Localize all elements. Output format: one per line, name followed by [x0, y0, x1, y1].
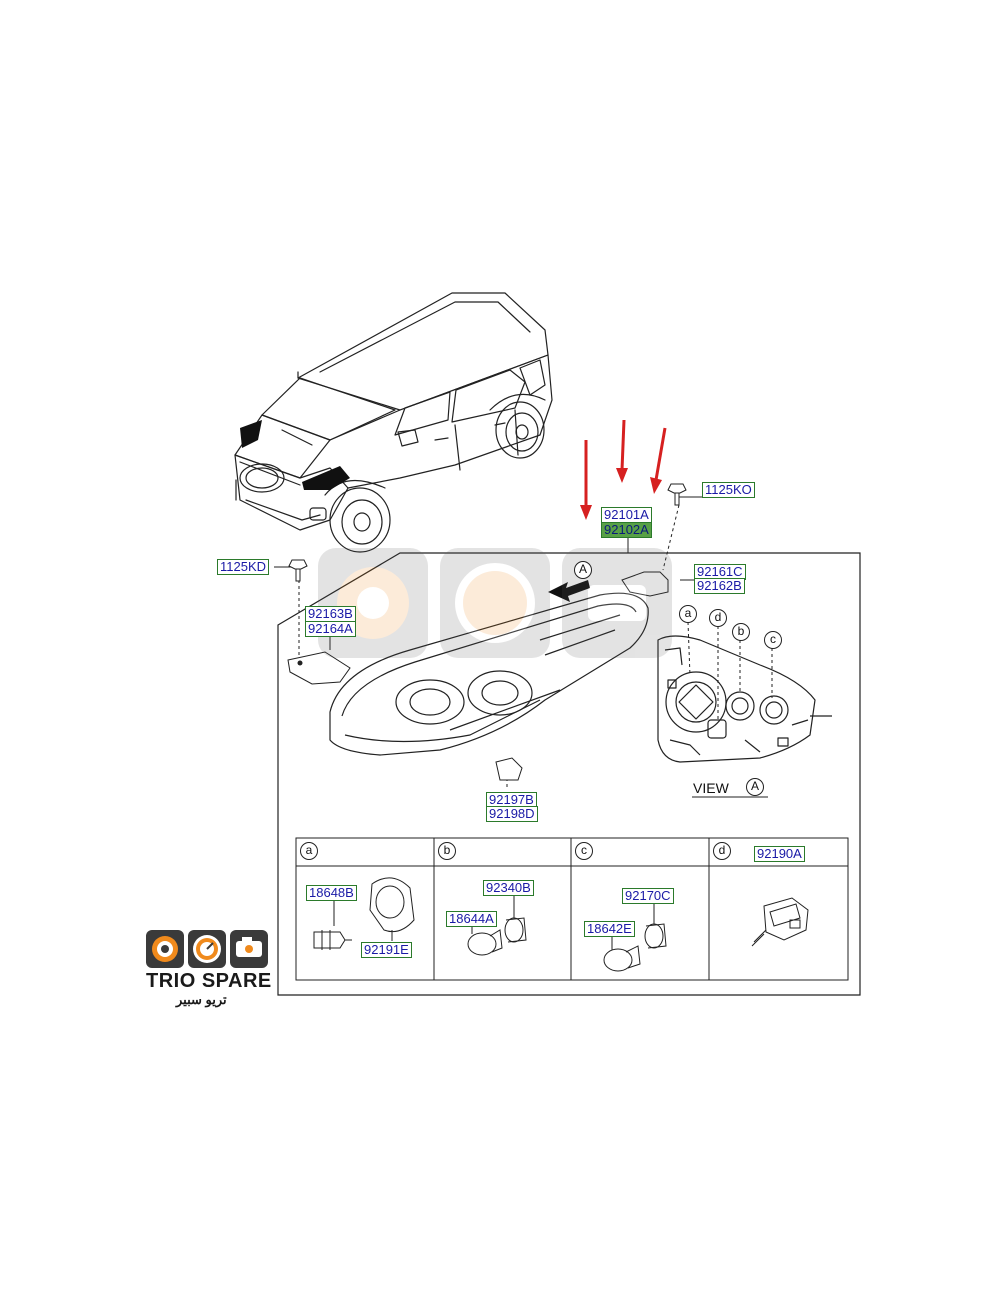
- label-1125kd: 1125KD: [217, 559, 270, 575]
- bracket-92161c: [621, 571, 669, 597]
- label-92197b: 92197B: [486, 792, 537, 808]
- bolt-1125kd: [288, 559, 308, 582]
- label-92190a: 92190A: [754, 846, 805, 862]
- bulb-table-grid: [295, 837, 849, 981]
- socket-92340b: [504, 896, 527, 943]
- socket-92170c: [644, 904, 667, 949]
- label-18644a: 18644A: [446, 911, 497, 927]
- label-92170c: 92170C: [622, 888, 674, 904]
- label-18648b: 18648B: [306, 885, 357, 901]
- marker-view-a: A: [574, 561, 592, 579]
- view-ref-circle: A: [746, 778, 764, 796]
- bulb-18642e: [603, 937, 641, 972]
- label-92340b: 92340B: [483, 880, 534, 896]
- logo-brand-text: TRIO SPARE: [146, 970, 272, 992]
- trio-spare-logo: [146, 930, 268, 968]
- marker-d-cell: d: [713, 842, 731, 860]
- label-92102a: 92102A: [601, 522, 652, 538]
- bulb-18648b: [313, 900, 352, 950]
- bracket-92197b: [495, 757, 523, 781]
- label-92198d: 92198D: [486, 806, 538, 822]
- car-illustration: [234, 292, 553, 553]
- headlamp-rear-view: [657, 635, 832, 763]
- marker-a-cell: a: [300, 842, 318, 860]
- label-92191e: 92191E: [361, 942, 412, 958]
- view-word: VIEW: [693, 780, 729, 796]
- marker-a-rear: a: [679, 605, 697, 623]
- car-headlight-left: [240, 420, 262, 448]
- marker-b-rear: b: [732, 623, 750, 641]
- cap-92191e: [369, 877, 415, 941]
- logo-arabic-text: تريو سبير: [176, 992, 227, 1007]
- label-92101a: 92101A: [601, 507, 652, 523]
- red-arrows: [580, 419, 667, 520]
- label-92162b: 92162B: [694, 578, 745, 594]
- marker-c-cell: c: [575, 842, 593, 860]
- bracket-92163b: [287, 651, 351, 685]
- assembly-frame: [277, 552, 861, 996]
- car-headlight-right: [302, 466, 350, 490]
- label-1125ko: 1125KO: [702, 482, 755, 498]
- bolt-1125ko: [667, 483, 687, 506]
- marker-d-rear: d: [709, 609, 727, 627]
- marker-c-rear: c: [764, 631, 782, 649]
- watermark: [318, 548, 672, 658]
- headlamp-assembly: [329, 592, 649, 756]
- view-pointer-arrow: [548, 580, 590, 602]
- label-92163b: 92163B: [305, 606, 356, 622]
- label-92164a: 92164A: [305, 621, 356, 637]
- label-18642e: 18642E: [584, 921, 635, 937]
- actuator-92190a: [751, 897, 809, 947]
- bulb-18644a: [467, 926, 503, 956]
- label-92161c: 92161C: [694, 564, 746, 580]
- marker-b-cell: b: [438, 842, 456, 860]
